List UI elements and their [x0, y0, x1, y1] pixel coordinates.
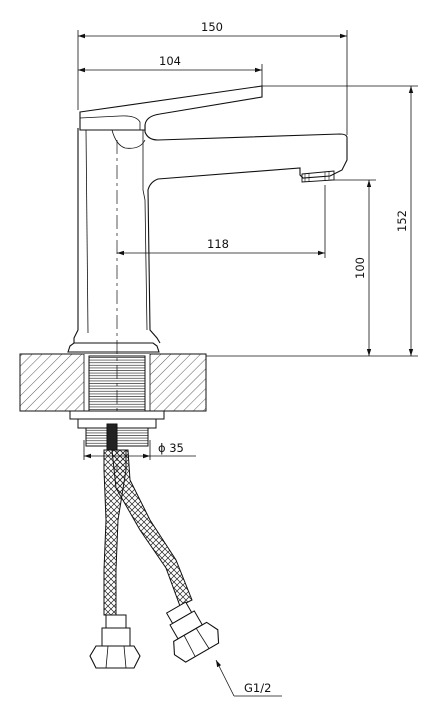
- dim-thread-spec: G1/2: [244, 681, 271, 695]
- dim-spout-reach: 118: [207, 237, 229, 251]
- dim-lever-length: 104: [159, 54, 181, 68]
- lever-handle: [79, 85, 263, 149]
- dim-shank-diameter: ϕ 35: [158, 441, 184, 455]
- lock-nut: [69, 410, 165, 451]
- dim-total-length: 150: [201, 20, 223, 34]
- faucet-body: [67, 125, 348, 353]
- dim-total-height: 152: [395, 210, 409, 232]
- dimension-lines: [77, 30, 418, 697]
- dim-spout-height: 100: [353, 257, 367, 279]
- flex-hose-right: [111, 449, 220, 663]
